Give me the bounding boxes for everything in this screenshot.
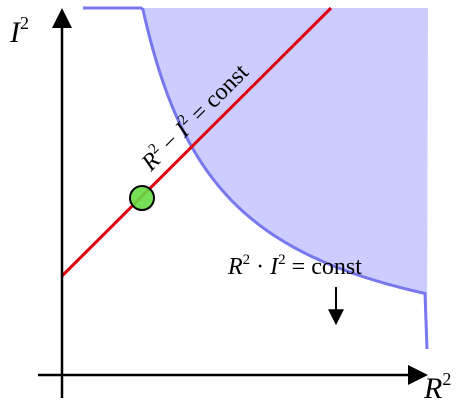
hyperbola-curve: [83, 6, 429, 350]
difference-line: [60, 6, 333, 278]
curve-equation-label: R2 · I2 = const: [227, 252, 362, 280]
shaded-region: [83, 8, 428, 349]
x-axis-label: R2: [423, 369, 451, 405]
y-axis-label: I2: [9, 13, 29, 49]
intersection-marker: [129, 185, 155, 211]
